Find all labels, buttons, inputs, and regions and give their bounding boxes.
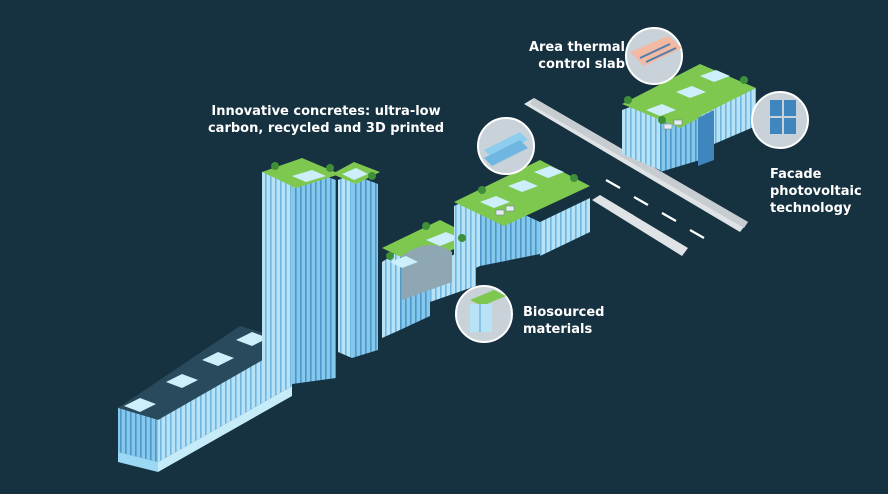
label-facade-pv: Facade photovoltaic technology	[770, 167, 862, 216]
callout-concrete	[477, 117, 535, 175]
skylight-icon	[124, 332, 268, 412]
arch-building	[382, 220, 476, 338]
long-building	[118, 326, 294, 472]
label-biosourced: Biosourced materials	[523, 305, 605, 337]
label-thermal-slab: Area thermal control slab	[528, 40, 625, 72]
callout-thermal-slab	[625, 27, 683, 85]
callout-facade-pv	[751, 91, 809, 149]
tree-icon	[271, 76, 748, 260]
label-innovative-concretes: Innovative concretes: ultra-low carbon, …	[207, 104, 445, 136]
tower-left	[262, 158, 340, 384]
tower-right	[332, 162, 380, 358]
upper-right-cluster	[622, 64, 756, 172]
solar-panel-icon	[495, 205, 515, 216]
solar-panel-icon	[663, 119, 683, 130]
road	[524, 98, 748, 256]
central-block	[454, 160, 590, 278]
callout-biosourced	[455, 285, 513, 343]
